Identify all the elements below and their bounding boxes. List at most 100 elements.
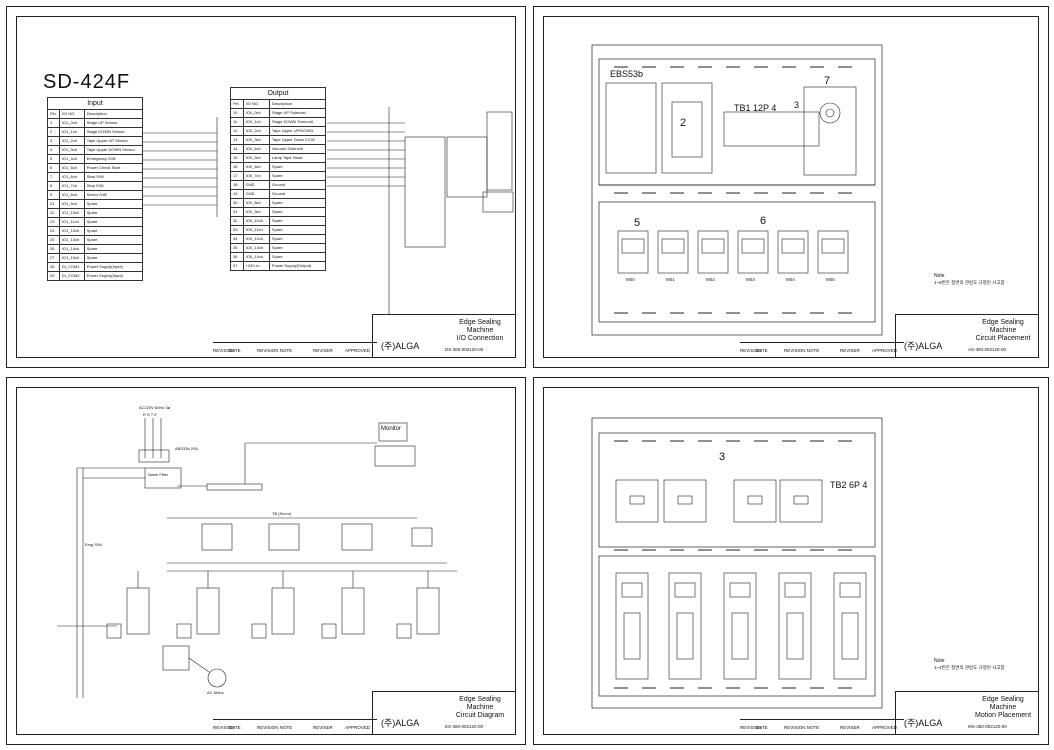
rev-col-revision: REVISION: [740, 724, 762, 730]
title-block: Edge Sealing Machine Circuit Placement (…: [895, 314, 1038, 357]
emg-switch-label: Emg S/W: [85, 542, 102, 547]
io-module-connector: [677, 495, 693, 505]
title-block: Edge Sealing Machine Motion Placement (주…: [895, 691, 1038, 734]
sheet-motion-placement: 3 TB2 6P 4 Note 1~4번은 정면의 관련도 규정된 사고함 Ed…: [533, 377, 1049, 745]
drive-unit-label: M02: [706, 277, 715, 282]
revision-row: REVISION DATE REVISION NOTE REVISER APPR…: [740, 342, 904, 357]
servo-drive-display: [674, 582, 696, 598]
company-name: (주)ALGA: [381, 341, 420, 351]
servo-motor: [176, 623, 192, 639]
drive-unit: [817, 230, 849, 274]
drawing-title: Edge Sealing Machine Circuit Placement: [968, 319, 1038, 343]
rev-col-approved: APPROVED: [872, 724, 898, 730]
note-text: 1~4번은 정면의 관련도 규정된 사고함: [934, 665, 1005, 670]
rev-col-revision: REVISION: [740, 347, 762, 353]
servo-drive-connector: [786, 612, 804, 660]
servo-motor: [321, 623, 337, 639]
io-module: [663, 479, 707, 523]
item-3-label: 3: [794, 100, 800, 110]
io-module: [733, 479, 777, 523]
rev-col-reviser: REVISER: [313, 724, 333, 730]
note-text: 1~6번은 정면의 관련도 규정된 사고함: [934, 280, 1005, 285]
drive-unit-panel: [741, 238, 765, 254]
rev-col-date: DATE: [756, 347, 768, 353]
sheet-frame: AC220V 60Hz 3ø R S T E ABS33b 20A Noise …: [16, 387, 516, 735]
drawing-title-line-2: Circuit Diagram: [455, 712, 505, 719]
circuit-diagram: [57, 418, 457, 698]
noise-filter-label: Noise Filter: [148, 472, 169, 477]
servo-drive-connector: [841, 612, 859, 660]
company-name: (주)ALGA: [904, 718, 943, 728]
tb2-label: TB2 6P 4: [830, 480, 868, 490]
title-block: Edge Sealing Machine I/O Connection (주)A…: [372, 314, 515, 357]
drive-unit-label: M04: [786, 277, 795, 282]
servo-drive: [668, 572, 702, 680]
rev-col-revision: REVISION: [213, 724, 235, 730]
monitor-label: Monitor: [381, 426, 402, 432]
servo-amp: [416, 587, 440, 635]
item-7-label: 7: [824, 75, 831, 87]
rev-col-note: REVISION NOTE: [784, 347, 820, 353]
servo-amp: [341, 587, 365, 635]
servo-motor: [251, 623, 267, 639]
servo-drive: [833, 572, 867, 680]
item-2-label: 2: [680, 117, 687, 129]
rev-col-approved: APPROVED: [345, 724, 371, 730]
drawing-title-line-2: Motion Placement: [974, 712, 1032, 719]
drive-unit-label: M05: [826, 277, 835, 282]
revision-row: REVISION DATE REVISION NOTE REVISER APPR…: [213, 342, 377, 357]
title-block: Edge Sealing Machine Circuit Diagram (주)…: [372, 691, 515, 734]
drive-unit-label: M00: [626, 277, 635, 282]
company-name: (주)ALGA: [904, 341, 943, 351]
rev-col-reviser: REVISER: [840, 347, 860, 353]
rev-col-approved: APPROVED: [345, 347, 371, 353]
drawing-title-line-2: I/O Connection: [456, 335, 504, 342]
drawing-title-line-1: Edge Sealing Machine: [982, 696, 1024, 711]
rev-col-revision: REVISION: [213, 347, 235, 353]
rev-col-note: REVISION NOTE: [257, 724, 293, 730]
drawing-title-line-1: Edge Sealing Machine: [459, 696, 501, 711]
drawing-title-line-2: Circuit Placement: [975, 335, 1031, 342]
servo-drive-display: [729, 582, 751, 598]
drawing-title-line-1: Edge Sealing Machine: [459, 319, 501, 334]
drawing-number: MS-360-002120-00: [968, 724, 1007, 729]
rev-col-reviser: REVISER: [313, 347, 333, 353]
servo-drive: [778, 572, 812, 680]
breaker-label: ABS33b 20A: [175, 446, 198, 451]
io-wiring-diagram: [143, 107, 514, 317]
ac-motor-label: AC Motor: [207, 690, 224, 695]
servo-drive-display: [784, 582, 806, 598]
rev-col-reviser: REVISER: [840, 724, 860, 730]
servo-amp: [271, 587, 295, 635]
drive-unit-panel: [621, 238, 645, 254]
revision-row: REVISION DATE REVISION NOTE REVISER APPR…: [740, 719, 904, 734]
servo-drive: [615, 572, 649, 680]
drive-unit: [617, 230, 649, 274]
power-input-label: AC220V 60Hz 3ø: [139, 405, 171, 410]
sheet-circuit-diagram: AC220V 60Hz 3ø R S T E ABS33b 20A Noise …: [6, 377, 526, 745]
drive-unit-label: M03: [746, 277, 755, 282]
ebs-label: EBS53b: [610, 69, 644, 79]
drawing-number: ES-360-002120-00: [445, 724, 484, 729]
rev-col-date: DATE: [756, 724, 768, 730]
drive-unit: [737, 230, 769, 274]
rev-col-date: DATE: [229, 347, 241, 353]
rst-label: R S T E: [143, 412, 157, 417]
output-table-cell: +24V In: [242, 261, 270, 271]
model-heading: SD-424F: [43, 71, 131, 93]
rev-col-approved: APPROVED: [872, 347, 898, 353]
servo-drive-display: [621, 582, 643, 598]
servo-motor: [106, 623, 122, 639]
io-module: [779, 479, 823, 523]
servo-amp: [196, 587, 220, 635]
item-6-label: 6: [760, 215, 767, 227]
drive-unit-panel: [701, 238, 725, 254]
